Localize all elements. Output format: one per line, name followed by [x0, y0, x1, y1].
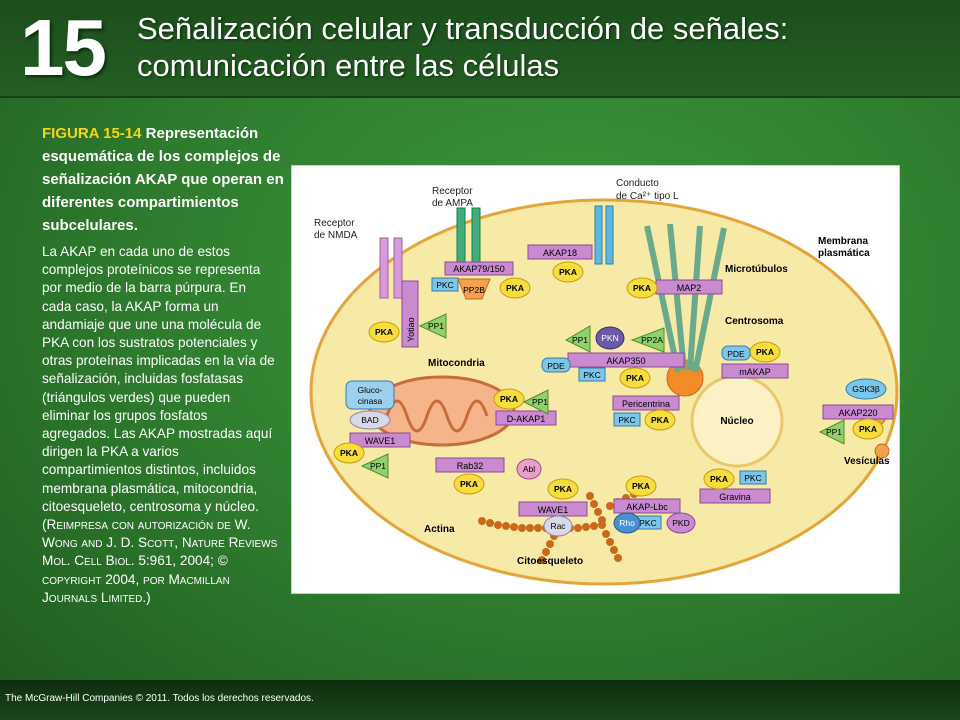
- slide-title-line2: comunicación entre las células: [137, 48, 560, 83]
- pka-14: PKA: [710, 474, 728, 484]
- akaplbc-label: AKAP-Lbc: [626, 502, 668, 512]
- pp1-4: PP1: [826, 427, 842, 437]
- pp2a: PP2A: [641, 335, 663, 345]
- gravina-label: Gravina: [719, 492, 751, 502]
- caption-text: La AKAP en cada uno de estos complejos p…: [42, 244, 275, 514]
- rho: Rho: [619, 518, 635, 528]
- label-membrane-1: Membrana: [818, 236, 868, 247]
- pka-13: PKA: [632, 481, 650, 491]
- rab32-label: Rab32: [457, 461, 484, 471]
- map2-label: MAP2: [677, 283, 702, 293]
- pkd: PKD: [672, 518, 689, 528]
- pka-9: PKA: [500, 394, 518, 404]
- abl: Abl: [523, 464, 535, 474]
- pp1-1: PP1: [428, 321, 444, 331]
- label-actin: Actina: [424, 524, 455, 535]
- gsk3: GSK3β: [852, 384, 880, 394]
- akap18-label: AKAP18: [543, 248, 577, 258]
- label-ca-2: de Ca²⁺ tipo L: [616, 191, 679, 202]
- caption-credit: (Reimpresa con autorización de W. Wong a…: [42, 517, 278, 605]
- pka-8: PKA: [859, 424, 877, 434]
- label-vesicles: Vesículas: [844, 456, 890, 467]
- akap79-label: AKAP79/150: [453, 264, 505, 274]
- label-nmda-2: de NMDA: [314, 230, 358, 241]
- label-ampa-2: de AMPA: [432, 198, 473, 209]
- gluco-2: cinasa: [358, 396, 383, 406]
- pp1-3: PP1: [572, 335, 588, 345]
- slide-title-line1: Señalización celular y transducción de s…: [137, 11, 789, 46]
- pka-1: PKA: [375, 327, 393, 337]
- label-ampa-1: Receptor: [432, 186, 473, 197]
- pka-12: PKA: [554, 484, 572, 494]
- label-ca-1: Conducto: [616, 178, 659, 189]
- pp2b: PP2B: [463, 285, 485, 295]
- label-microtubules: Microtúbulos: [725, 264, 788, 275]
- akap-diagram-svg: Núcleo Receptor de NMDA Receptor de AMPA…: [309, 178, 899, 586]
- akap350-label: AKAP350: [606, 356, 645, 366]
- pka-10: PKA: [340, 448, 358, 458]
- yotiao-label: Yotiao: [406, 317, 416, 342]
- slide-header: 15 Señalización celular y transducción d…: [0, 0, 960, 98]
- akap-diagram: Núcleo Receptor de NMDA Receptor de AMPA…: [291, 165, 900, 594]
- pde-1: PDE: [547, 361, 565, 371]
- pka-11: PKA: [460, 479, 478, 489]
- pkn: PKN: [601, 333, 618, 343]
- akap220-label: AKAP220: [838, 408, 877, 418]
- pericentrina-label: Pericentrina: [622, 399, 670, 409]
- pka-5: PKA: [626, 373, 644, 383]
- label-mitochondria: Mitocondria: [428, 358, 485, 369]
- figure-label: FIGURA 15-14: [42, 125, 142, 142]
- slide-footer: The McGraw-Hill Companies © 2011. Todos …: [0, 680, 960, 720]
- dakap1-label: D-AKAP1: [507, 414, 546, 424]
- pde-2: PDE: [727, 349, 745, 359]
- figure-title: Representación esquemática de los comple…: [42, 125, 284, 234]
- wave1-center-label: WAVE1: [538, 505, 569, 515]
- makap-label: mAKAP: [739, 367, 771, 377]
- pkc-2: PKC: [583, 370, 600, 380]
- label-cytoskeleton: Citoesqueleto: [517, 556, 583, 567]
- chapter-number: 15: [20, 3, 107, 92]
- pkc-4: PKC: [744, 473, 761, 483]
- wave1-left-label: WAVE1: [365, 436, 396, 446]
- nucleus-label: Núcleo: [720, 416, 753, 427]
- rac: Rac: [550, 521, 566, 531]
- bad: BAD: [361, 415, 378, 425]
- pkc-3: PKC: [618, 415, 635, 425]
- label-nmda-1: Receptor: [314, 218, 355, 229]
- footer-copyright: The McGraw-Hill Companies © 2011. Todos …: [5, 693, 314, 704]
- figure-caption-body: La AKAP en cada uno de estos complejos p…: [42, 243, 278, 607]
- figure-caption-heading: FIGURA 15-14 Representación esquemática …: [42, 122, 288, 237]
- gluco-1: Gluco-: [357, 385, 382, 395]
- pkc-5: PKC: [639, 518, 656, 528]
- pka-6: PKA: [756, 347, 774, 357]
- pp1-2: PP1: [532, 397, 548, 407]
- pka-7: PKA: [651, 415, 669, 425]
- pka-3: PKA: [559, 267, 577, 277]
- pka-2: PKA: [506, 283, 524, 293]
- pp1-5: PP1: [370, 461, 386, 471]
- label-membrane-2: plasmática: [818, 248, 870, 259]
- slide-title: Señalización celular y transducción de s…: [137, 10, 937, 84]
- label-centrosome: Centrosoma: [725, 316, 784, 327]
- pkc-1: PKC: [436, 280, 453, 290]
- pka-4: PKA: [633, 283, 651, 293]
